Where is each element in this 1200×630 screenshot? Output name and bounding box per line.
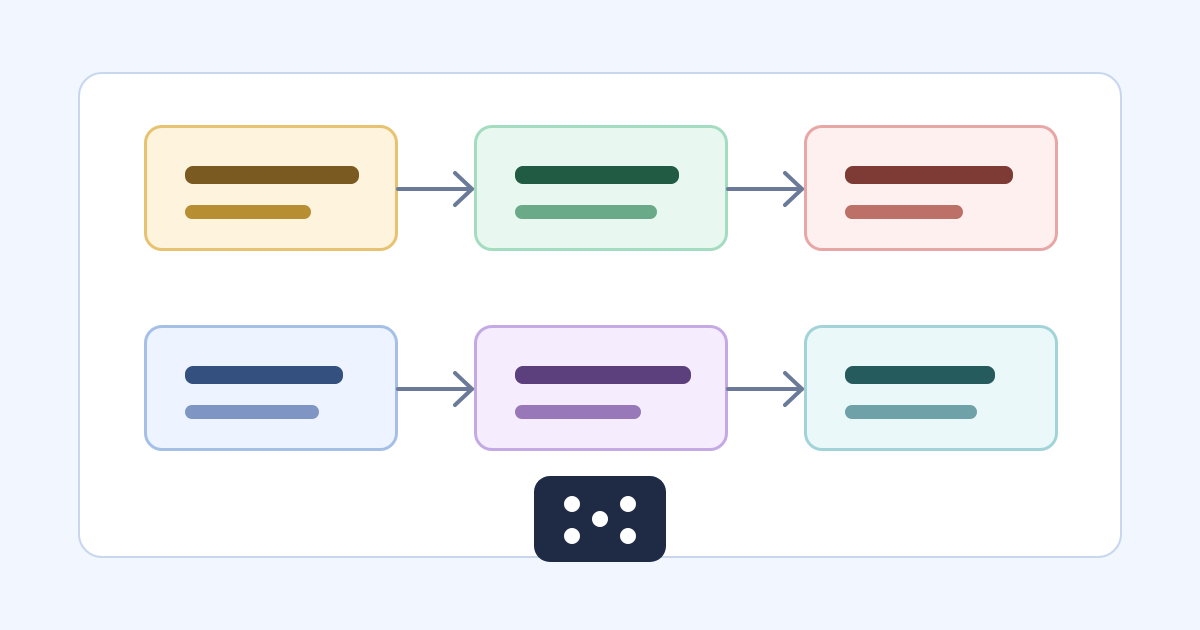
flow-step-card (804, 125, 1058, 251)
dice-five-icon (534, 476, 666, 562)
step-title-placeholder (515, 366, 691, 384)
arrow-right-icon (726, 171, 804, 207)
flow-step-card (474, 125, 728, 251)
dice-pip (564, 496, 580, 512)
flow-step-card (804, 325, 1058, 451)
step-subtitle-placeholder (845, 405, 977, 419)
dice-pip (592, 511, 608, 527)
step-subtitle-placeholder (185, 205, 311, 219)
dice-pip (620, 528, 636, 544)
step-title-placeholder (185, 166, 359, 184)
step-subtitle-placeholder (845, 205, 963, 219)
flow-step-card (474, 325, 728, 451)
step-title-placeholder (185, 366, 343, 384)
step-title-placeholder (845, 366, 995, 384)
step-title-placeholder (515, 166, 679, 184)
arrow-right-icon (726, 371, 804, 407)
dice-pip (620, 496, 636, 512)
dice-pip (564, 528, 580, 544)
step-subtitle-placeholder (185, 405, 319, 419)
step-title-placeholder (845, 166, 1013, 184)
step-subtitle-placeholder (515, 405, 641, 419)
flow-step-card (144, 125, 398, 251)
step-subtitle-placeholder (515, 205, 657, 219)
flow-step-card (144, 325, 398, 451)
arrow-right-icon (396, 171, 474, 207)
arrow-right-icon (396, 371, 474, 407)
